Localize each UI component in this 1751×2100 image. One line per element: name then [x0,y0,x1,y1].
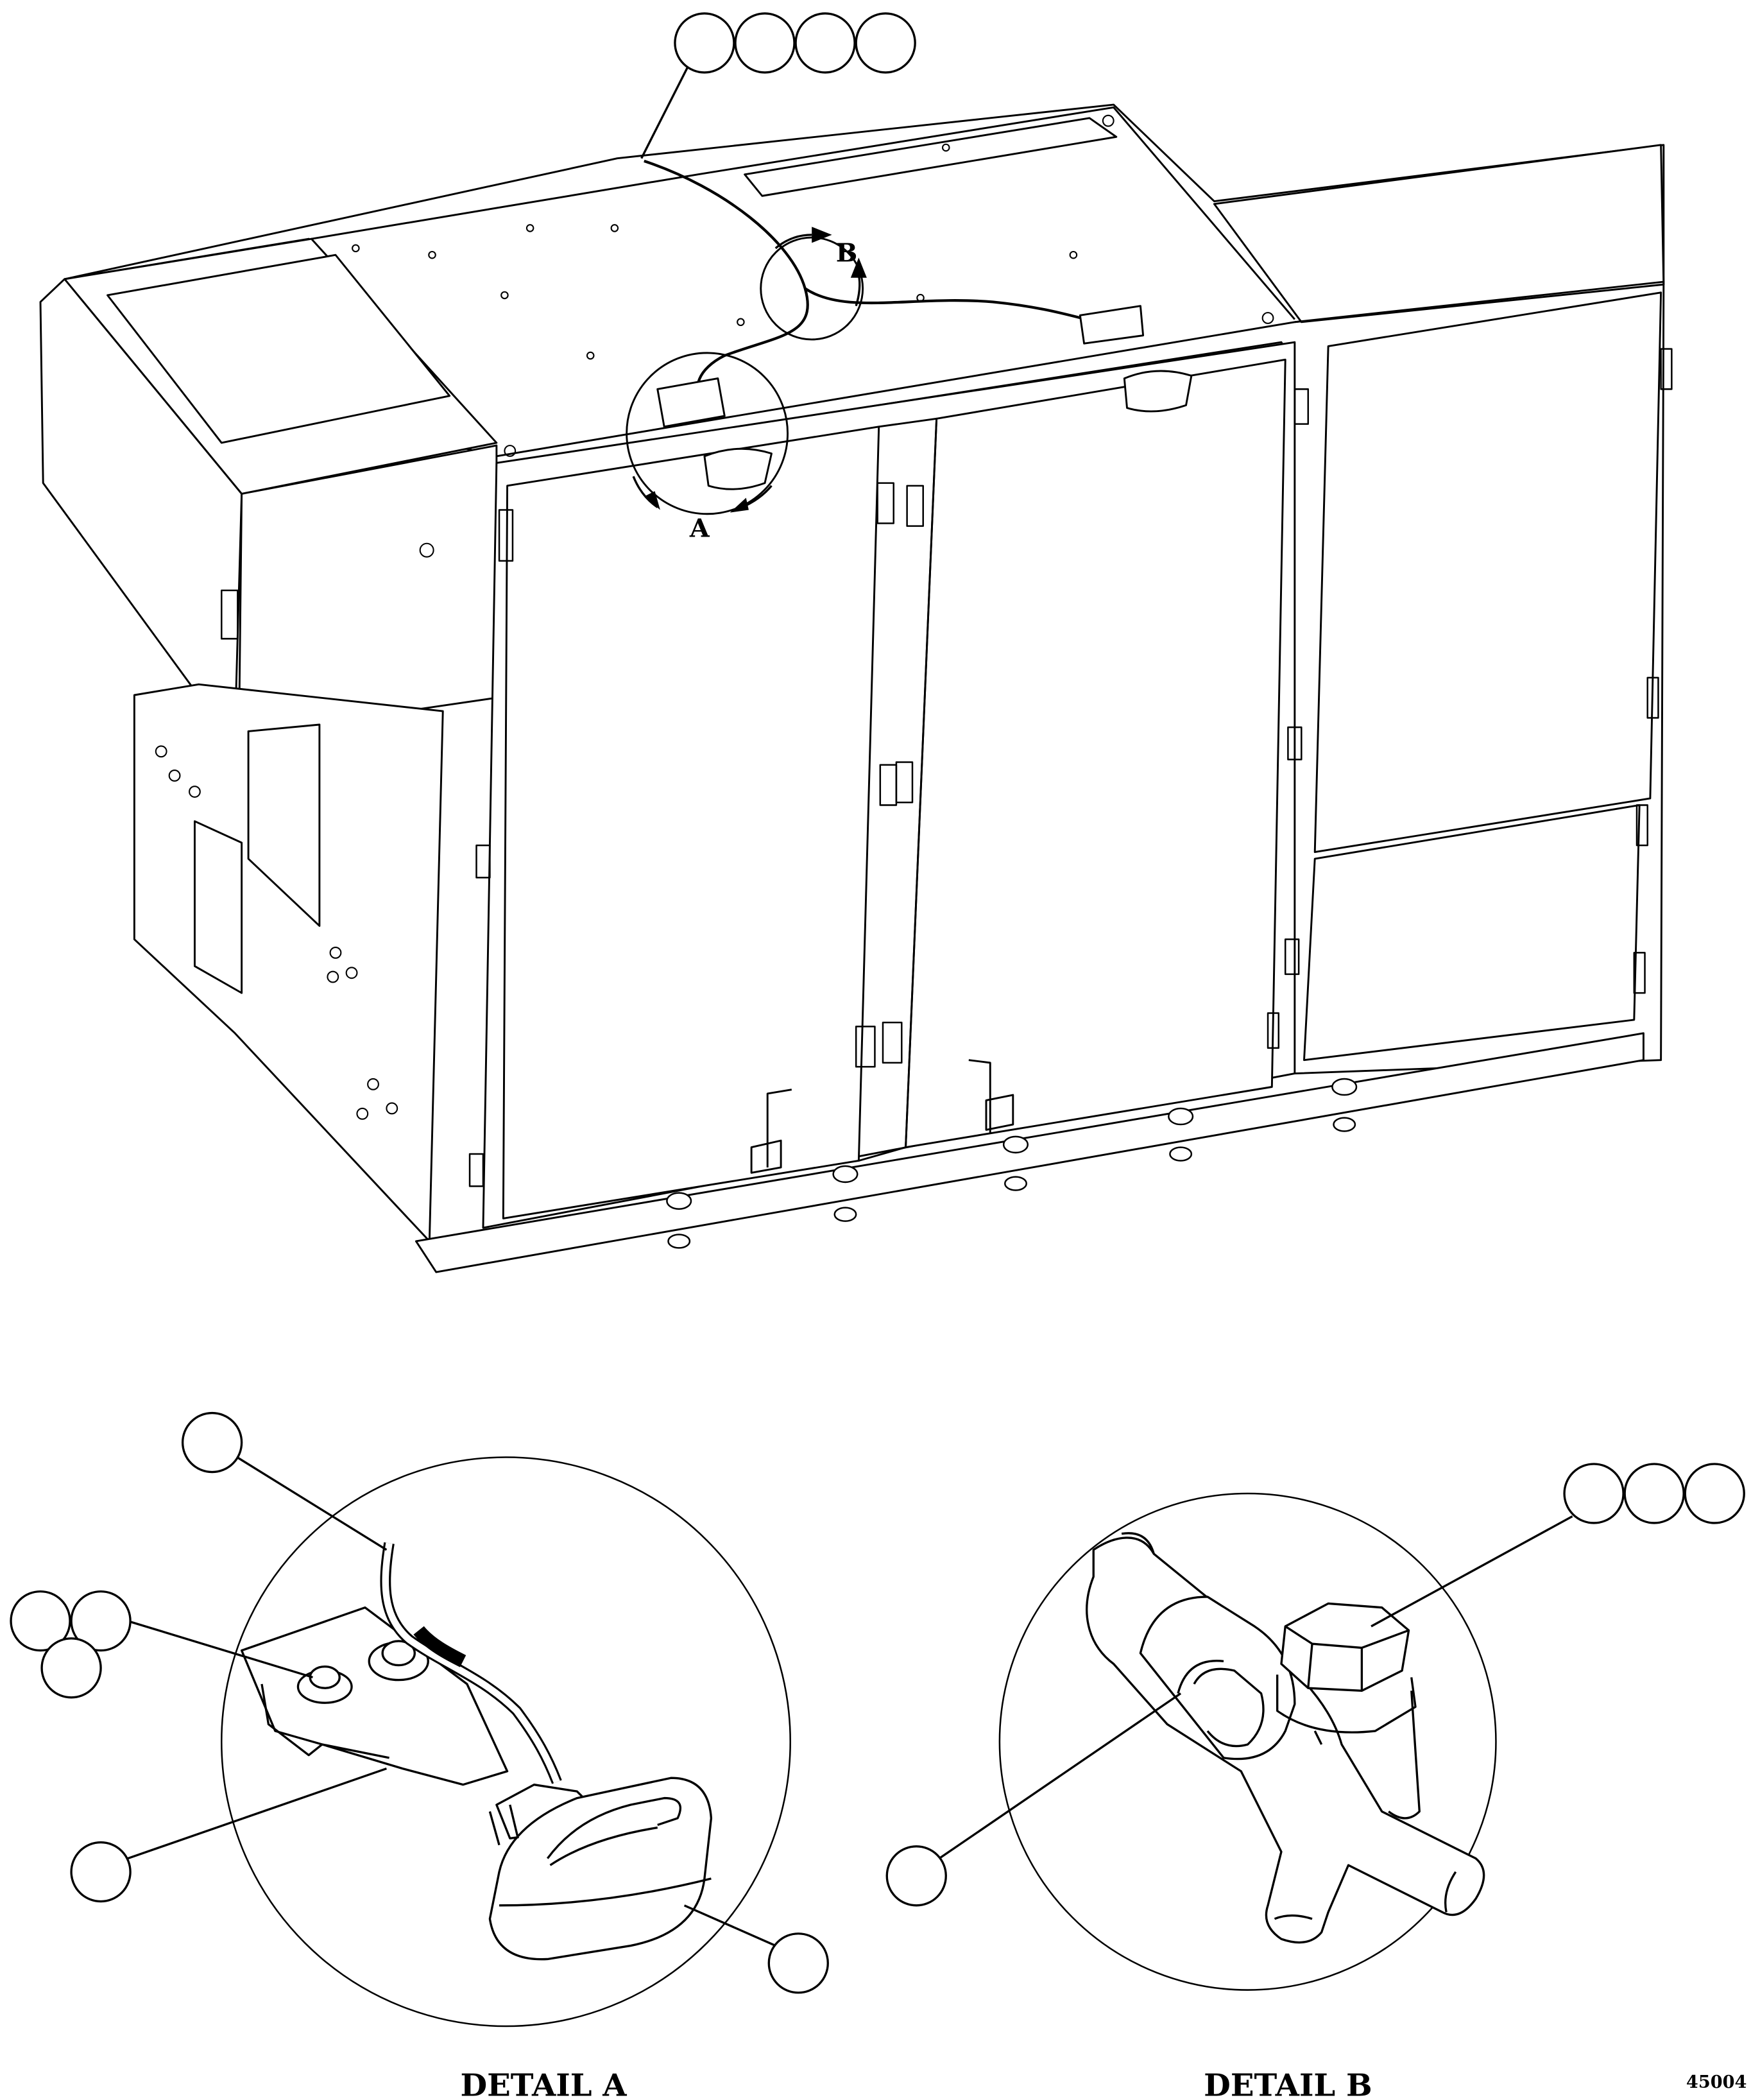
detail-b-callouts [885,1463,1745,1907]
detail-a-view [221,1456,791,2027]
leader-line [640,60,692,159]
callout-bubble [10,1590,71,1652]
marker-light-a [656,377,773,490]
figure-number: 45004 [1686,2072,1747,2092]
callout-cable [181,1411,388,1551]
left-door-latch [750,1089,792,1174]
detail-a-letter: A [689,513,710,543]
callout-bubble [885,1845,947,1907]
callout-bubble [70,1841,132,1903]
callout-bubble [1563,1463,1625,1524]
door-hinges [221,348,1673,1187]
left-module-front [237,444,498,737]
callout-bracket [70,1768,387,1903]
door-gap [858,417,938,1162]
mounting-bracket [240,1606,509,1786]
callout-bubble [1684,1463,1745,1524]
right-cab-top [1213,144,1665,323]
right-cab-upper-door [1313,291,1662,854]
right-door [905,358,1286,1149]
callout-fastener [10,1590,313,1699]
callout-bubble [767,1932,829,1994]
main-assembly-view [39,103,1673,1273]
callout-bubble [674,12,735,74]
callout-bubble [855,12,916,74]
roof-edge [311,106,1295,320]
callout-bubble [70,1590,132,1652]
detail-a-marker: A [632,476,773,543]
callout-light [683,1904,829,1994]
left-access-plate [193,820,243,994]
callout-bolt [1371,1463,1745,1628]
left-module-lid [107,254,451,444]
detail-b-view [998,1492,1497,1991]
left-lower-panel [247,723,321,927]
roof-plate [744,117,1118,197]
fastener-holes [155,114,1274,1120]
callout-bubble [734,12,796,74]
callout-bubble [40,1637,102,1699]
detail-a-caption: DETAIL A [460,2068,627,2100]
detail-b-caption: DETAIL B [1204,2068,1372,2100]
detail-a-boundary [221,1456,791,2027]
callout-bubble [181,1411,243,1474]
detail-b-letter: B [836,239,858,268]
callout-clamp [885,1692,1182,1907]
left-door [502,426,880,1219]
roof-cable [644,159,809,404]
right-cab-lower-door [1303,804,1641,1062]
detail-b-boundary [998,1492,1497,1991]
callout-bubble [794,12,856,74]
callout-top [640,12,916,159]
marker-light-b [1079,305,1193,413]
detail-a-circle [626,352,789,515]
clamp-band [1139,1596,1296,1760]
detail-b-marker: B [774,227,867,307]
base-bolts [666,1078,1358,1249]
detail-a-callouts [10,1411,829,1994]
right-door-latch [968,1059,1014,1134]
callout-bubble [1623,1463,1685,1524]
